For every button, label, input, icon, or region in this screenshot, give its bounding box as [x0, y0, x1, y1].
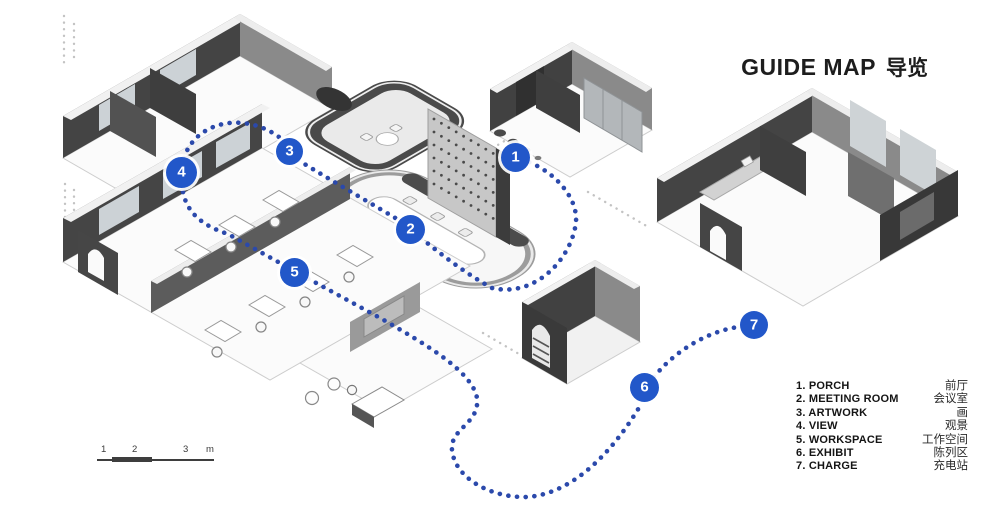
scale-bar-thick-segment: [112, 457, 152, 462]
building-meeting-gallery: [329, 108, 536, 289]
waypoint-3-artwork[interactable]: 3: [276, 138, 303, 165]
building-workspace: [61, 104, 494, 428]
waypoint-1-porch[interactable]: 1: [501, 143, 530, 172]
tour-route-path: [180, 120, 741, 500]
waypoint-number: 6: [640, 378, 649, 396]
waypoint-6-exhibit[interactable]: 6: [630, 373, 659, 402]
legend: 1. PORCH 前厅 2. MEETING ROOM 会议室 3. ARTWO…: [796, 380, 968, 474]
legend-item-workspace: 5. WORKSPACE 工作空间: [796, 433, 968, 446]
legend-item-view: 4. VIEW 观景: [796, 420, 968, 433]
waypoint-4-view[interactable]: 4: [166, 157, 197, 188]
title-chinese: 导览: [886, 57, 928, 80]
legend-item-charge: 7. CHARGE 充电站: [796, 460, 968, 473]
building-curved-room: [305, 80, 465, 173]
waypoint-number: 7: [749, 316, 759, 333]
building-porch: [488, 42, 654, 178]
scale-bar: 1 2 3 m: [88, 444, 214, 464]
title-english: GUIDE MAP: [741, 54, 876, 80]
scale-label-3: 3: [183, 444, 189, 455]
waypoint-number: 3: [285, 142, 294, 160]
display-grid: [432, 117, 495, 220]
waypoint-2-meeting-room[interactable]: 2: [396, 215, 425, 244]
waypoint-7-charge[interactable]: 7: [740, 311, 768, 339]
scale-label-unit: m: [206, 444, 214, 455]
building-exhibit-pavilion: [520, 260, 642, 385]
scale-bar-line: [97, 459, 214, 461]
legend-item-porch: 1. PORCH 前厅: [796, 380, 968, 392]
waypoint-number: 2: [406, 220, 415, 238]
scale-label-1: 1: [101, 444, 107, 455]
legend-item-meeting-room: 2. MEETING ROOM 会议室: [796, 393, 968, 406]
legend-item-artwork: 3. ARTWORK 画: [796, 406, 968, 419]
waypoint-number: 5: [290, 263, 299, 281]
legend-item-exhibit: 6. EXHIBIT 陈列区: [796, 447, 968, 460]
waypoint-5-workspace[interactable]: 5: [280, 258, 309, 287]
scale-label-2: 2: [132, 444, 138, 455]
waypoint-number: 4: [177, 163, 186, 181]
building-right-suite: [656, 88, 959, 307]
page-title: GUIDE MAP 导览: [741, 52, 928, 82]
waypoint-number: 1: [511, 148, 520, 166]
building-view-rooms: [61, 14, 334, 212]
